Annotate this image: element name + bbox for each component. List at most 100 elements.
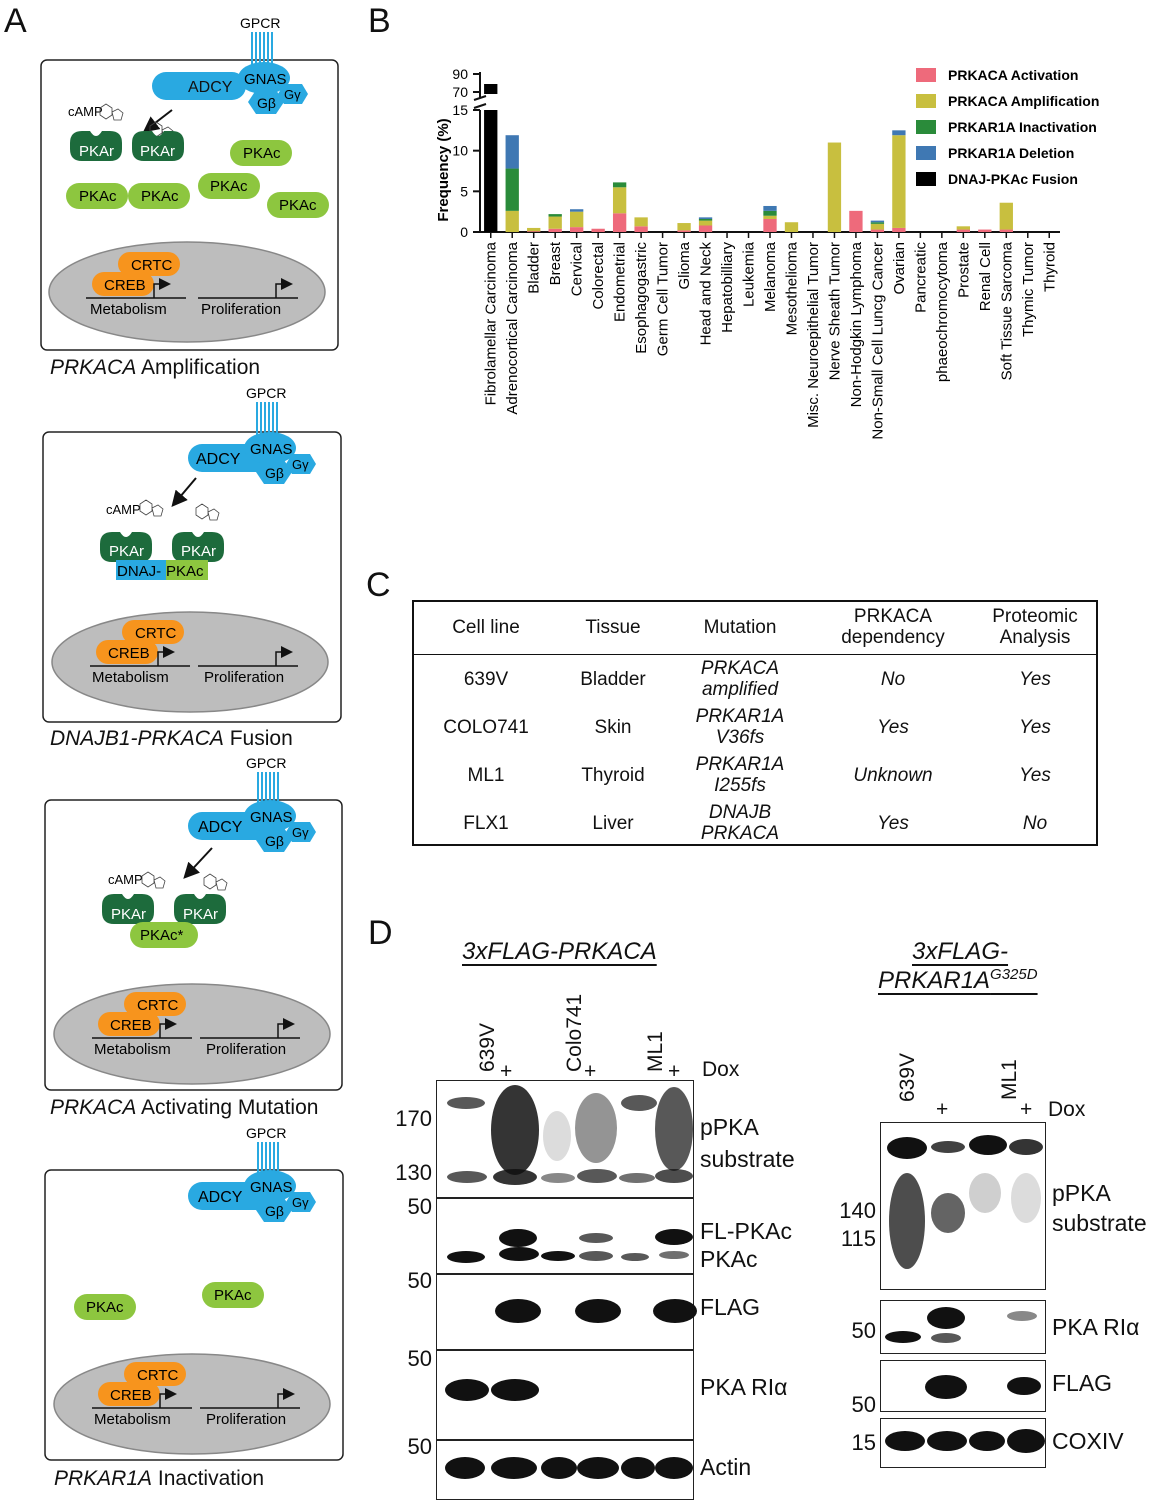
y-tick-label: 0 [460,224,468,240]
bar-segment [591,228,605,232]
legend-swatch [916,94,936,108]
camp-label: cAMP [108,872,143,887]
metabolism-label: Metabolism [94,1041,171,1058]
label-ppka: pPKA [700,1114,759,1140]
x-tick-label: Adrenocortical Carcinoma [504,241,521,414]
bar-segment [677,230,691,232]
right-blot-title-line1: 3xFLAG- [912,938,1009,965]
x-tick-label: Cervical [569,242,586,296]
bar-segment-upper [484,84,498,94]
camp-molecule-icon [139,499,220,521]
right-blot-title-line2: PRKAR1AG325D [878,966,1038,994]
ggamma-shape [278,84,308,104]
pkac-fusion-shape [166,560,208,580]
blot-pkac-left [436,1198,694,1274]
crtc-shape [124,1362,186,1386]
gbeta-label: Gβ [265,1203,284,1219]
gpcr-receptor-icon [256,402,278,440]
mw-115: 115 [840,1226,876,1251]
camp-label: cAMP [106,502,141,517]
plus-sign: + [668,1060,681,1083]
x-tick-label: Endometrial [612,242,629,322]
x-tick-label: phaeochromocytoma [934,241,951,382]
gpcr-receptor-icon [251,32,273,70]
bar-segment [999,229,1013,232]
pkac-star-label: PKAc* [140,927,184,944]
x-tick-label: Leukemia [741,241,758,307]
gpcr-receptor-icon [257,1142,279,1180]
metabolism-label: Metabolism [94,1411,171,1428]
creb-shape [96,640,158,664]
pkac-shape [230,140,292,166]
dox-label: Dox [702,1058,740,1081]
pkac-label: PKAc [79,188,117,205]
caption-inactivation: PRKAR1A Inactivation [54,1467,265,1490]
bar-segment [698,218,713,221]
blot-pka-rialpha-right [880,1300,1046,1354]
x-tick-label: Esophagogastric [633,242,650,354]
dependency: Yes [877,812,909,834]
crtc-label: CRTC [137,1367,179,1384]
pkac-shape [128,183,190,209]
gbeta-label: Gβ [265,833,284,849]
left-blot-title: 3xFLAG-PRKACA [462,938,657,965]
bar-segment [892,227,906,232]
gbeta-label: Gβ [265,465,284,481]
panel-letter-d: D [368,914,393,952]
gbeta-shape [256,1198,292,1222]
plus-sign: + [500,1060,513,1083]
bar-segment [698,220,713,226]
fusion-diagram: GPCR ADCY GNAS Gβ Gγ cAMP PKAr PKAr DNAJ… [42,385,342,723]
bar-segment [870,222,885,224]
bar-segment [763,210,777,216]
label-flag: FLAG [1052,1370,1113,1396]
panel-letter-c: C [366,566,391,604]
gpcr-label: GPCR [246,385,286,401]
mw-170: 170 [395,1106,432,1131]
proliferation-label: Proliferation [204,669,284,686]
bar-segment [892,130,906,136]
legend-label: PRKAR1A Inactivation [948,119,1097,135]
pkar-label-2: PKAr [181,543,216,560]
lane-label-ml1: ML1 [644,1031,667,1072]
crtc-label: CRTC [135,625,177,642]
gpcr-label: GPCR [246,1125,286,1141]
legend-label: PRKAR1A Deletion [948,145,1074,161]
pkac-shape [198,173,260,199]
plus-sign: + [1020,1098,1033,1121]
mw-50: 50 [407,1346,432,1371]
cell-line: 639V [463,668,509,690]
blot-ppka-substrate-right [880,1122,1046,1290]
dnaj-shape [116,560,168,580]
pkac-shape [267,192,329,218]
legend-label: PRKACA Amplification [948,93,1099,109]
tissue: Bladder [580,668,646,690]
pkar-shape-1 [100,532,152,562]
gnas-shape [238,62,290,94]
mw-50: 50 [407,1434,432,1459]
bar-segment [548,214,562,217]
pkar-label-1: PKAr [109,543,144,560]
label-pkac: PKAc [700,1246,758,1272]
x-tick-label: Non-Hodgkin Lymphoma [848,241,865,407]
cell-line: ML1 [467,764,505,786]
pkac-label: PKAc [214,1287,252,1304]
bar-segment [763,205,777,211]
legend-swatch [916,120,936,134]
adcy-label: ADCY [196,451,241,468]
proteomic: No [1022,812,1048,834]
blot-ppka-substrate-left [436,1080,694,1198]
proteomic: Yes [1019,764,1051,786]
crtc-shape [124,992,186,1016]
label-pka-rialpha: PKA RIα [1052,1314,1140,1340]
crtc-label: CRTC [137,997,179,1014]
bar-segment [892,135,906,228]
dependency: Yes [877,716,909,738]
bar-segment [505,168,519,211]
creb-shape [98,1382,160,1406]
creb-label: CREB [108,645,150,662]
